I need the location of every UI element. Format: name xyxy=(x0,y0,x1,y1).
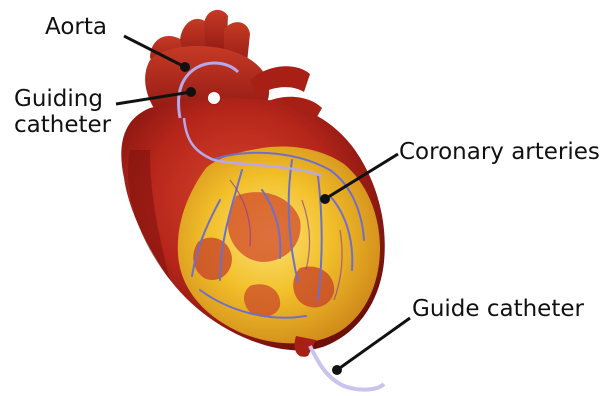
aortic-opening xyxy=(207,91,221,105)
label-aorta: Aorta xyxy=(45,14,107,40)
pointer-guiding-dot xyxy=(186,87,196,97)
pointer-aorta-dot xyxy=(180,62,190,72)
pointer-coronary-dot xyxy=(320,194,330,204)
pointer-guide-dot xyxy=(332,365,342,375)
guide-catheter-tube xyxy=(310,346,384,390)
label-guide-catheter: Guide catheter xyxy=(412,296,584,322)
label-guiding-catheter: Guiding catheter xyxy=(14,86,111,138)
label-guiding-line2: catheter xyxy=(14,112,111,138)
label-coronary-arteries: Coronary arteries xyxy=(399,139,600,165)
label-guiding-line1: Guiding xyxy=(14,86,111,112)
